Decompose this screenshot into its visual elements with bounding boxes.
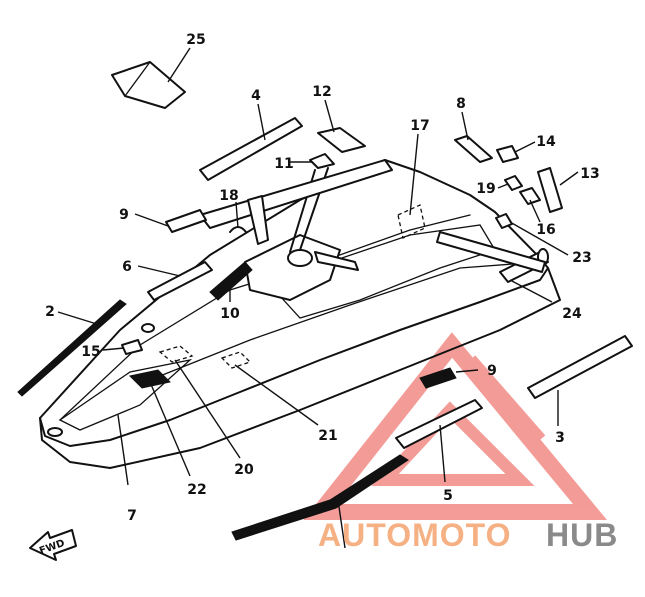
part-8-stripe-upper	[454, 135, 493, 163]
leader-8-upper	[461, 111, 469, 141]
hull-body	[39, 159, 561, 469]
part-9-decal-upper	[165, 209, 207, 233]
callout-25: 25	[186, 32, 205, 48]
leader-24	[509, 279, 553, 303]
part-7-stripe	[231, 454, 409, 541]
callout-2: 2	[45, 304, 55, 320]
callout-15: 15	[81, 344, 100, 360]
part-5-stripe	[395, 399, 483, 449]
leader-14	[514, 141, 536, 153]
leader-5	[439, 424, 446, 483]
callout-13: 13	[580, 166, 599, 182]
leader-22	[149, 381, 191, 477]
steering-pivot	[287, 249, 313, 267]
callout-10: 10	[220, 306, 240, 322]
callout-labels: 25 4 12 11 8 14 13 19 16 23 17 9 18 6 10…	[45, 32, 600, 524]
watermark-text-automoto: AUTOMOTO	[318, 517, 511, 553]
part-4-stripe	[199, 117, 303, 181]
part-12-decal	[317, 127, 366, 153]
callout-9-upper: 9	[119, 207, 129, 223]
callout-9-lower: 9	[487, 363, 497, 379]
hull-lower-edge	[39, 267, 561, 469]
part-14-decal	[496, 145, 519, 163]
part-22-badge	[128, 369, 172, 389]
watermark-triangle-stroke	[464, 355, 546, 445]
part-11-decal	[309, 153, 335, 169]
handle-pole	[244, 234, 341, 301]
callout-5: 5	[443, 488, 453, 504]
callout-21: 21	[318, 428, 337, 444]
part-15-decal	[121, 339, 143, 355]
leader-2	[57, 311, 101, 326]
hull-gunwale-line	[149, 261, 541, 381]
part-10-badge	[209, 261, 253, 301]
leader-25	[167, 47, 191, 83]
leader-9-lower	[455, 369, 479, 373]
bow-eye	[47, 427, 63, 437]
callout-3: 3	[555, 430, 565, 446]
callout-23: 23	[572, 250, 591, 266]
watermark-wordmark: AUTOMOTO HUB	[318, 517, 618, 553]
callout-8: 8	[456, 96, 466, 112]
leader-6	[137, 265, 181, 277]
leader-12	[324, 99, 335, 133]
part-16-decal	[519, 187, 541, 205]
leader-7	[117, 414, 129, 486]
callout-4: 4	[251, 88, 261, 104]
callout-22: 22	[187, 482, 206, 498]
part-18-bracket	[247, 195, 269, 245]
part-23-decal	[495, 213, 513, 229]
leader-7b	[337, 499, 346, 549]
callout-6: 6	[122, 259, 132, 275]
fwd-arrow: FWD	[29, 529, 77, 561]
callout-19: 19	[476, 181, 495, 197]
part-17-decal-dashed	[397, 204, 426, 239]
leader-lines	[57, 47, 579, 549]
leader-23	[509, 221, 569, 256]
leader-15	[102, 347, 125, 351]
leader-19	[497, 183, 509, 189]
fuel-cap	[141, 323, 155, 333]
leader-21	[234, 364, 319, 426]
callout-7: 7	[127, 508, 137, 524]
callout-18: 18	[219, 188, 238, 204]
part-19-decal	[504, 175, 523, 191]
handlebar	[314, 251, 359, 271]
part-6-stripe	[147, 261, 213, 301]
part-9-badge-lower	[419, 367, 457, 389]
part-25-cover	[111, 61, 186, 109]
part-3-stripe	[527, 335, 633, 399]
leader-17	[409, 133, 419, 216]
leader-18	[235, 201, 239, 229]
fwd-arrow-shape	[29, 529, 77, 561]
callout-14: 14	[536, 134, 556, 150]
callout-11: 11	[274, 156, 293, 172]
callout-12: 12	[312, 84, 331, 100]
watermark-logo	[303, 332, 607, 520]
leader-16	[529, 199, 541, 223]
watermark-triangle-inner	[371, 401, 535, 486]
callout-20: 20	[234, 462, 254, 478]
leader-13	[559, 171, 579, 186]
part-21-decal-dashed	[220, 351, 252, 369]
part-25-cover-edge	[124, 61, 151, 97]
part-24-rail	[436, 231, 546, 273]
leader-20	[174, 359, 241, 459]
part-20-decal-dashed	[158, 345, 194, 363]
callout-17: 17	[410, 118, 429, 134]
leader-9-upper	[134, 213, 169, 227]
watermark-text-hub: HUB	[546, 517, 618, 553]
callout-16: 16	[536, 222, 555, 238]
callout-24: 24	[562, 306, 582, 322]
leader-4	[257, 103, 266, 141]
upper-rail	[199, 159, 393, 229]
part-13-decal	[537, 167, 563, 213]
